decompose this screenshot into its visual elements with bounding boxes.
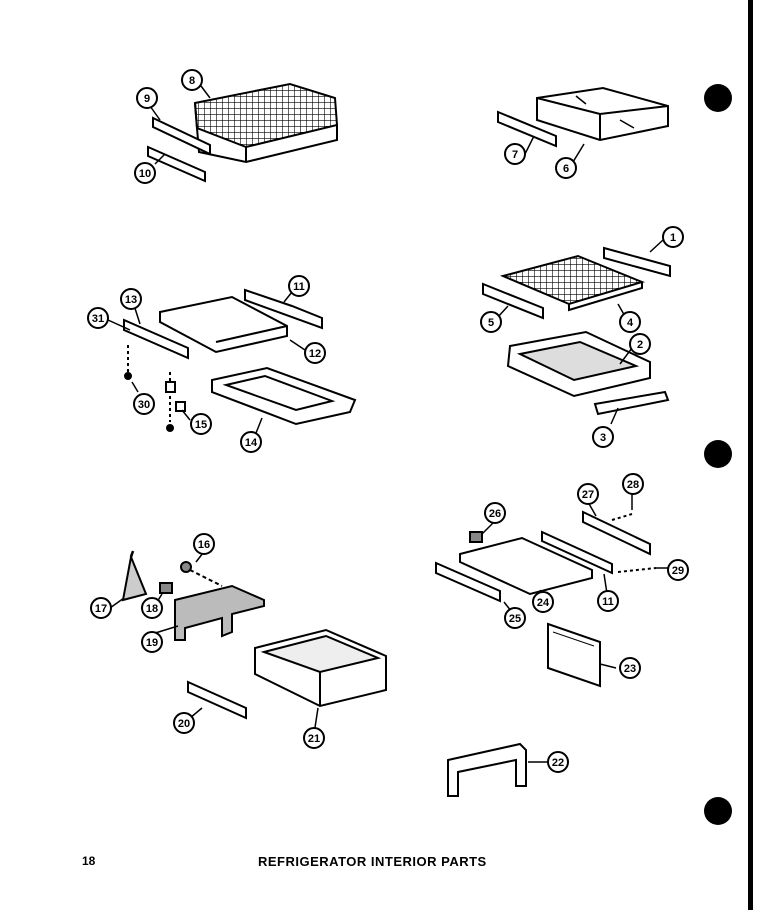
svg-text:4: 4 <box>627 317 634 329</box>
svg-text:30: 30 <box>138 399 150 411</box>
callout-15: 15 <box>190 413 212 435</box>
binder-hole-bottom <box>704 797 732 825</box>
svg-text:11: 11 <box>602 596 614 608</box>
svg-text:15: 15 <box>195 419 207 431</box>
svg-text:2: 2 <box>637 339 643 351</box>
svg-text:28: 28 <box>627 479 639 491</box>
svg-text:21: 21 <box>308 733 320 745</box>
svg-text:12: 12 <box>309 348 321 360</box>
callout-7: 7 <box>504 143 526 165</box>
svg-text:14: 14 <box>245 437 258 449</box>
svg-text:31: 31 <box>92 313 104 325</box>
callout-19: 19 <box>141 631 163 653</box>
callout-22: 22 <box>547 751 569 773</box>
callouts: 1 2 3 4 5 6 7 8 9 10 11 12 13 14 15 16 1… <box>87 69 689 773</box>
svg-text:5: 5 <box>488 317 494 329</box>
svg-text:23: 23 <box>624 663 636 675</box>
callout-29: 29 <box>667 559 689 581</box>
crisper-pan <box>536 86 669 142</box>
svg-text:3: 3 <box>600 432 606 444</box>
callout-2: 2 <box>629 333 651 355</box>
callout-31: 31 <box>87 307 109 329</box>
callout-21: 21 <box>303 727 325 749</box>
svg-text:16: 16 <box>198 539 210 551</box>
callout-3: 3 <box>592 426 614 448</box>
svg-text:27: 27 <box>582 489 594 501</box>
svg-text:1: 1 <box>670 232 676 244</box>
callout-8: 8 <box>181 69 203 91</box>
page-caption: REFRIGERATOR INTERIOR PARTS <box>258 854 487 869</box>
callout-20: 20 <box>173 712 195 734</box>
svg-text:10: 10 <box>139 168 151 180</box>
callout-18: 18 <box>141 597 163 619</box>
svg-text:17: 17 <box>95 603 107 615</box>
svg-text:6: 6 <box>563 163 569 175</box>
basket-rails <box>147 116 211 183</box>
svg-text:13: 13 <box>125 294 137 306</box>
svg-text:22: 22 <box>552 757 564 769</box>
meat-keeper-shelf <box>435 510 657 688</box>
svg-text:9: 9 <box>144 93 150 105</box>
callout-27: 27 <box>577 483 599 505</box>
svg-text:29: 29 <box>672 565 684 577</box>
callout-28: 28 <box>622 473 644 495</box>
svg-text:18: 18 <box>146 603 158 615</box>
callout-14: 14 <box>240 431 262 453</box>
binder-hole-top <box>704 84 732 112</box>
callout-26: 26 <box>484 502 506 524</box>
callout-16: 16 <box>193 533 215 555</box>
callout-23: 23 <box>619 657 641 679</box>
svg-text:8: 8 <box>189 75 195 87</box>
callout-4: 4 <box>619 311 641 333</box>
crisper-rail-7 <box>497 110 557 148</box>
callout-10: 10 <box>134 162 156 184</box>
callout-9: 9 <box>136 87 158 109</box>
callout-30: 30 <box>133 393 155 415</box>
callout-25: 25 <box>504 607 526 629</box>
svg-text:11: 11 <box>293 281 305 293</box>
svg-text:24: 24 <box>537 597 550 609</box>
callout-17: 17 <box>90 597 112 619</box>
callout-1: 1 <box>662 226 684 248</box>
callout-13: 13 <box>120 288 142 310</box>
svg-text:25: 25 <box>509 613 521 625</box>
page-edge <box>748 0 753 910</box>
svg-text:19: 19 <box>146 637 158 649</box>
wire-shelf-assembly <box>482 246 671 416</box>
callout-24: 24 <box>532 591 554 613</box>
callout-11-upper: 11 <box>288 275 310 297</box>
svg-text:20: 20 <box>178 718 190 730</box>
callout-12: 12 <box>304 342 326 364</box>
callout-11-lower: 11 <box>597 590 619 612</box>
glass-shelf-assembly <box>123 288 357 432</box>
page-number: 18 <box>82 854 96 868</box>
svg-text:7: 7 <box>512 149 518 161</box>
callout-6: 6 <box>555 157 577 179</box>
drawer-assembly <box>121 550 527 797</box>
svg-text:26: 26 <box>489 508 501 520</box>
callout-5: 5 <box>480 311 502 333</box>
wire-basket <box>193 82 339 164</box>
binder-hole-middle <box>704 440 732 468</box>
